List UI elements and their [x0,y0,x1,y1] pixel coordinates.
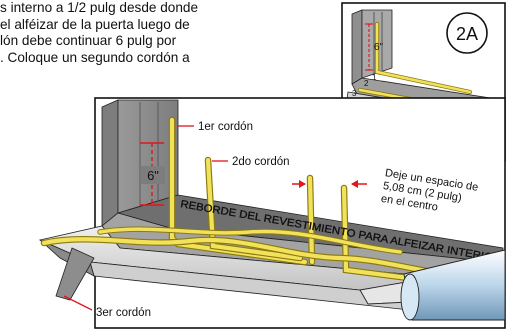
inset-bead-number: 1 [372,73,377,82]
flashing-tab [55,247,95,301]
instruction-line: . Coloque un segundo cordón a [0,49,190,65]
inset-measure-label: 6" [374,42,384,53]
bead-2-label: 2do cordón [232,156,290,168]
figure-badge-label: 2A [456,24,478,44]
leader-bead-3 [63,295,93,311]
inset-bead-number: 2 [364,79,369,88]
bead-1-label: 1er cordón [198,121,253,133]
gap-arrows [292,180,367,188]
wall-side [101,99,119,227]
instruction-text: s interno a 1/2 pulg desde donde el alfé… [0,0,340,66]
measure-label: 6" [147,168,159,183]
inset-six-inch-marker: 6" [365,23,384,71]
six-inch-marker: 6" [140,142,165,206]
figure-badge [446,12,488,54]
instruction-line: el alféizar de la puerta luego de [0,16,190,32]
instruction-line: s interno a 1/2 pulg desde donde [0,0,199,15]
main-panel: 6" 1er cordón 2do cordón 3er cordón Deje… [38,97,506,329]
bead-3-label: 3er cordón [96,307,151,319]
caulk-tube-icon [359,249,506,321]
inset-bead-number: 3 [352,89,357,98]
instruction-line: lón debe continuar 6 pulg por [0,33,177,48]
